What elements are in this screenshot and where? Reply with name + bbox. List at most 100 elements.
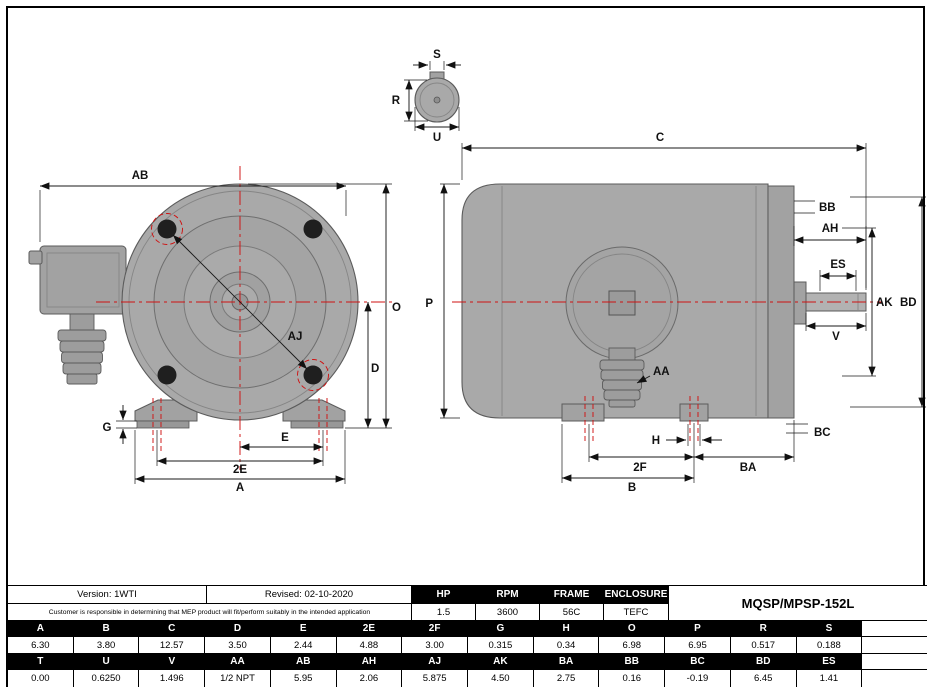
bolt-hole (157, 365, 177, 385)
dim-label-ba: BA (740, 462, 757, 474)
dim-s: S (413, 49, 461, 70)
dim-label-h: H (652, 435, 660, 447)
value-E: 2.44 (270, 637, 336, 653)
value-B: 3.80 (73, 637, 139, 653)
front-view: AJ AB O D G E (28, 166, 401, 494)
header-AA: AA (205, 654, 270, 669)
value-BB: 0.16 (599, 670, 665, 687)
spec-value-frame: 56C (540, 604, 603, 620)
header-BB: BB (599, 654, 665, 669)
dim-label-2e: 2E (233, 464, 247, 476)
header-S: S (796, 621, 862, 636)
spec-value-hp: 1.5 (412, 604, 475, 620)
header-AH: AH (336, 654, 402, 669)
dim-ab: AB (39, 170, 347, 242)
value-T: 0.00 (8, 670, 73, 687)
header-R: R (730, 621, 796, 636)
value-O: 6.98 (599, 637, 665, 653)
dim-label-bd: BD (900, 297, 917, 309)
header-AK: AK (468, 654, 533, 669)
dim-label-ak: AK (876, 297, 893, 309)
dim-label-r: R (392, 95, 401, 107)
spec-value-rpm: 3600 (476, 604, 539, 620)
dim-es: ES (819, 259, 857, 291)
value-BA: 2.75 (533, 670, 599, 687)
header-G: G (468, 621, 533, 636)
dim-label-c: C (656, 132, 664, 144)
value-AK: 4.50 (468, 670, 533, 687)
spec-header-frame: FRAME (540, 586, 603, 603)
header-blank-1 (862, 621, 927, 636)
value-AB: 5.95 (270, 670, 336, 687)
side-view: C P BB AH ES V (425, 132, 926, 494)
value-H: 0.34 (533, 637, 599, 653)
header-ES: ES (796, 654, 862, 669)
dim-label-s: S (433, 49, 441, 61)
value-blank-1 (862, 637, 927, 653)
conduit-fitting-front (57, 313, 107, 385)
title-block: Version: 1WTI Revised: 02-10-2020 HP RPM… (8, 586, 927, 620)
conduit-fitting-side (599, 347, 645, 408)
dim-label-aj: AJ (288, 331, 303, 343)
boss-square (608, 290, 636, 316)
front-pad-right (290, 420, 344, 429)
value-AA: 1/2 NPT (205, 670, 270, 687)
dim-b: B (561, 424, 694, 494)
value-AJ: 5.875 (402, 670, 467, 687)
header-C: C (139, 621, 205, 636)
dim-bd: BD (850, 196, 926, 408)
dim-a: A (134, 430, 346, 494)
spec-header-rpm: RPM (476, 586, 539, 603)
dim-label-u: U (433, 132, 441, 144)
disclaimer: Customer is responsible in determining t… (8, 604, 411, 620)
value-R: 0.517 (730, 637, 796, 653)
dim-ak: AK (842, 227, 893, 377)
title-block-table: Version: 1WTI Revised: 02-10-2020 HP RPM… (8, 585, 927, 687)
dim-ah: AH (793, 223, 867, 288)
header-2E: 2E (336, 621, 402, 636)
header-E: E (270, 621, 336, 636)
dim-o: O (248, 183, 401, 429)
dim-ba: BA (694, 420, 795, 474)
dim-label-d: D (371, 363, 379, 375)
dim-aa: AA (636, 366, 670, 384)
conduit-box-nub (28, 250, 43, 265)
header-AB: AB (270, 654, 336, 669)
header-U: U (73, 654, 139, 669)
header-BA: BA (533, 654, 599, 669)
model-number: MQSP/MPSP-152L (669, 586, 927, 620)
dim-label-ab: AB (132, 170, 149, 182)
dim-p: P (425, 183, 460, 419)
dim-label-v: V (832, 331, 840, 343)
spec-value-enclosure: TEFC (604, 604, 668, 620)
bolt-hole (303, 219, 323, 239)
version-cell: Version: 1WTI (8, 586, 206, 603)
side-foot-right (679, 403, 709, 422)
header-O: O (599, 621, 665, 636)
value-2E: 4.88 (336, 637, 402, 653)
value-ES: 1.41 (796, 670, 862, 687)
value-2F: 3.00 (402, 637, 467, 653)
value-U: 0.6250 (73, 670, 139, 687)
header-D: D (205, 621, 270, 636)
dim-label-bb: BB (819, 202, 836, 214)
dim-label-aa: AA (653, 366, 670, 378)
side-foot-left (561, 403, 605, 422)
value-AH: 2.06 (336, 670, 402, 687)
header-T: T (8, 654, 73, 669)
shaft-end-view: S R U (392, 49, 461, 144)
header-H: H (533, 621, 599, 636)
dim-label-o: O (392, 302, 401, 314)
value-A: 6.30 (8, 637, 73, 653)
spec-header-enclosure: ENCLOSURE (604, 586, 668, 603)
header-BD: BD (730, 654, 796, 669)
spec-header-hp: HP (412, 586, 475, 603)
header-P: P (665, 621, 730, 636)
dim-bc: BC (786, 423, 831, 439)
dim-2f: 2F (588, 423, 695, 483)
front-pad-left (136, 420, 190, 429)
dim-label-a: A (236, 482, 244, 494)
side-centerlines (452, 301, 882, 442)
conduit-box (39, 245, 127, 315)
header-BC: BC (665, 654, 730, 669)
